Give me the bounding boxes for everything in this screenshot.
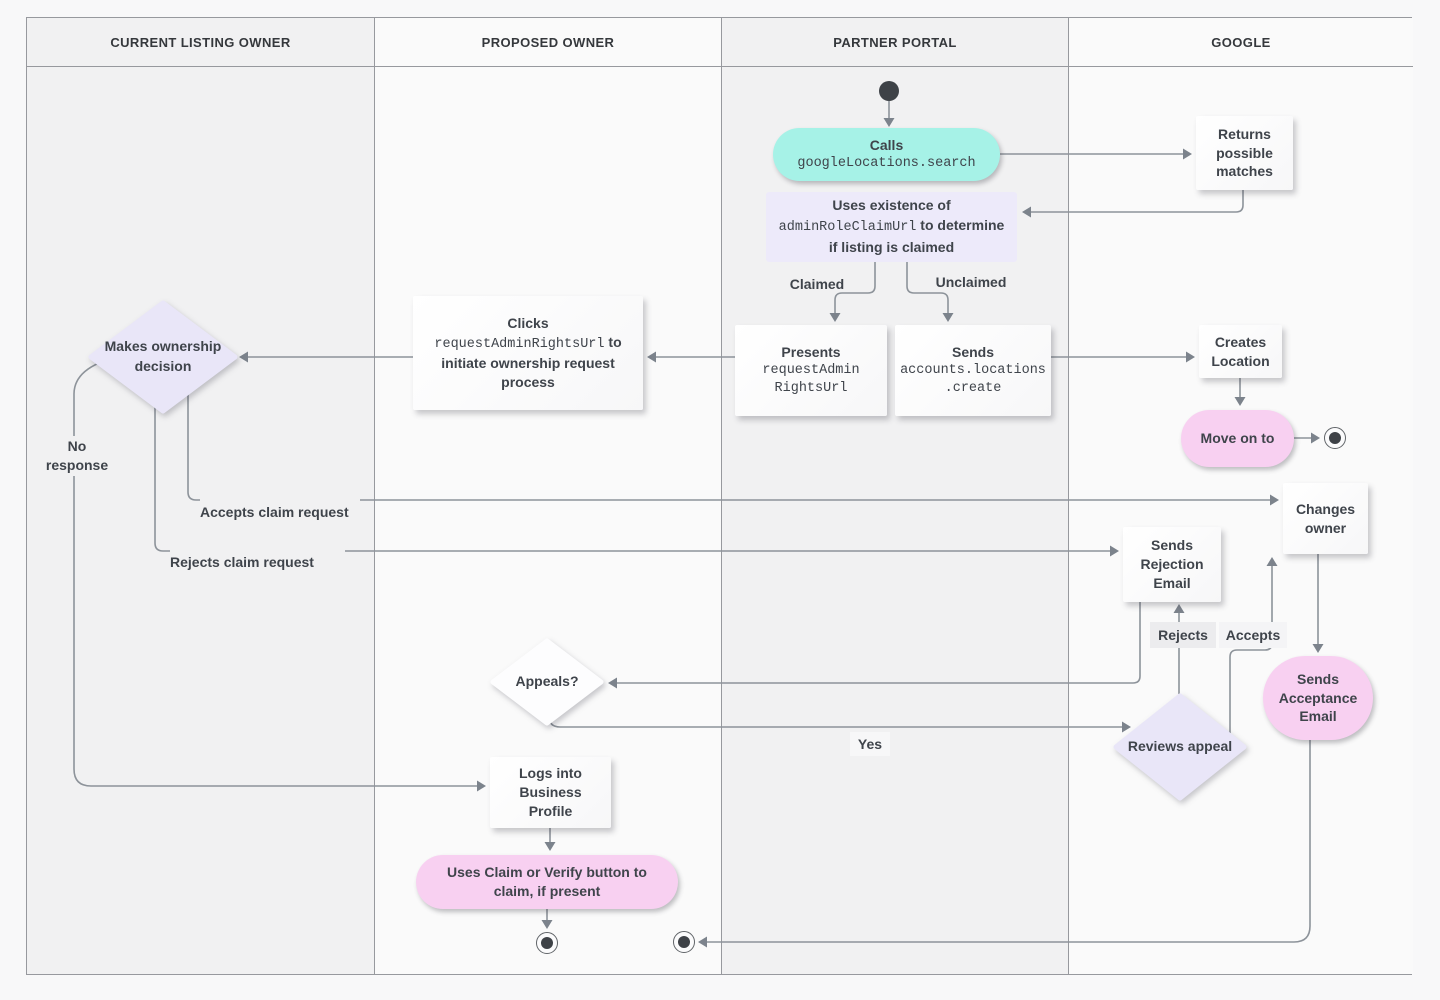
- start-node: [879, 81, 899, 101]
- end-node-proposed-owner: [536, 932, 558, 954]
- node-code: requestAdmin RightsUrl: [762, 362, 860, 396]
- end-node-dot: [678, 936, 690, 948]
- edge-rejection-to-appeals: [616, 602, 1141, 684]
- node-text-post: to determine if listing is claimed: [828, 217, 1005, 255]
- node-code: requestAdminRightsUrl: [434, 337, 605, 353]
- node-text-post: to initiate ownership request process: [441, 334, 622, 390]
- edge-claimed: [834, 262, 876, 314]
- node-sends-acceptance-email: Sends Acceptance Email: [1263, 656, 1373, 740]
- node-creates-location: Creates Location: [1199, 325, 1282, 378]
- node-label: Sends Acceptance Email: [1278, 670, 1358, 725]
- lane-header-google: GOOGLE: [1069, 18, 1413, 67]
- lane-header-partner-portal: PARTNER PORTAL: [722, 18, 1068, 67]
- node-presents-requestadminrightsurl: Presents requestAdmin RightsUrl: [735, 325, 887, 416]
- edge-label-claimed: Claimed: [789, 275, 845, 292]
- edge-no-response: [73, 362, 478, 787]
- node-label: Clicks: [507, 315, 549, 332]
- node-label: Presents: [781, 344, 841, 361]
- node-rich-text: requestAdminRightsUrl to initiate owners…: [434, 333, 622, 392]
- node-calls-googlelocations-search: Calls googleLocations.search: [773, 128, 1000, 181]
- end-node-dot: [1329, 432, 1341, 444]
- node-label: Creates Location: [1211, 333, 1270, 369]
- end-node-google: [1324, 427, 1346, 449]
- node-code: adminRoleClaimUrl: [778, 220, 917, 236]
- node-returns-possible-matches: Returns possible matches: [1196, 116, 1293, 190]
- edge-acceptance-to-end: [706, 740, 1311, 943]
- edge-label-rejects: Rejects: [1150, 622, 1216, 648]
- decision-diamond-shape: [88, 300, 238, 414]
- node-label: Calls: [869, 136, 904, 153]
- edge-label-no-response: No response: [41, 436, 113, 476]
- end-node-dot: [541, 937, 553, 949]
- node-label: Uses Claim or Verify button to claim, if…: [447, 864, 647, 899]
- appeals-diamond-label: Appeals?: [515, 673, 579, 690]
- edge-rejects-claim: [154, 403, 1111, 552]
- node-uses-existence-adminroleclaimurl: Uses existence of adminRoleClaimUrl to d…: [766, 192, 1017, 262]
- edge-label-accepts: Accepts: [1219, 622, 1287, 648]
- edge-label-yes: Yes: [850, 732, 890, 756]
- lane-header-current-listing-owner: CURRENT LISTING OWNER: [27, 18, 374, 67]
- reviews-diamond-shape: [1113, 693, 1247, 801]
- decision-diamond-label: Makes ownership decision: [104, 338, 222, 374]
- node-label: Move on to: [1200, 430, 1275, 447]
- node-sends-accounts-locations-create: Sends accounts.locations .create: [895, 325, 1051, 416]
- node-label: Returns possible matches: [1216, 125, 1273, 180]
- node-label: Sends Rejection Email: [1140, 537, 1204, 591]
- node-logs-into-business-profile: Logs into Business Profile: [490, 757, 611, 828]
- node-text-pre: Uses existence of: [832, 197, 951, 214]
- node-label: Changes owner: [1295, 500, 1356, 536]
- node-clicks-requestadminrightsurl: Clicks requestAdminRightsUrl to initiate…: [413, 296, 643, 410]
- reviews-diamond-label: Reviews appeal: [1127, 738, 1233, 755]
- node-sends-rejection-email: Sends Rejection Email: [1123, 527, 1221, 602]
- edge-appeals-yes: [548, 715, 1123, 728]
- node-changes-owner: Changes owner: [1283, 483, 1368, 554]
- edge-unclaimed: [906, 262, 949, 314]
- edge-returns-to-uses: [1030, 190, 1244, 213]
- node-code: googleLocations.search: [797, 155, 976, 171]
- appeals-diamond-shape: [490, 638, 604, 726]
- node-code: accounts.locations .create: [900, 362, 1046, 396]
- edge-label-unclaimed: Unclaimed: [935, 273, 1007, 290]
- edge-label-rejects-claim-request: Rejects claim request: [170, 546, 345, 578]
- node-label: Sends: [951, 344, 994, 361]
- lane-header-proposed-owner: PROPOSED OWNER: [375, 18, 721, 67]
- node-rich-text: Uses existence of adminRoleClaimUrl to d…: [773, 196, 1010, 257]
- edge-label-accepts-claim-request: Accepts claim request: [200, 496, 360, 528]
- node-label: Logs into Business Profile: [519, 765, 582, 819]
- end-node-acceptance: [673, 931, 695, 953]
- edge-accepts-claim: [187, 394, 1271, 501]
- node-uses-claim-or-verify: Uses Claim or Verify button to claim, if…: [416, 855, 678, 909]
- node-move-on-to: Move on to: [1181, 410, 1294, 467]
